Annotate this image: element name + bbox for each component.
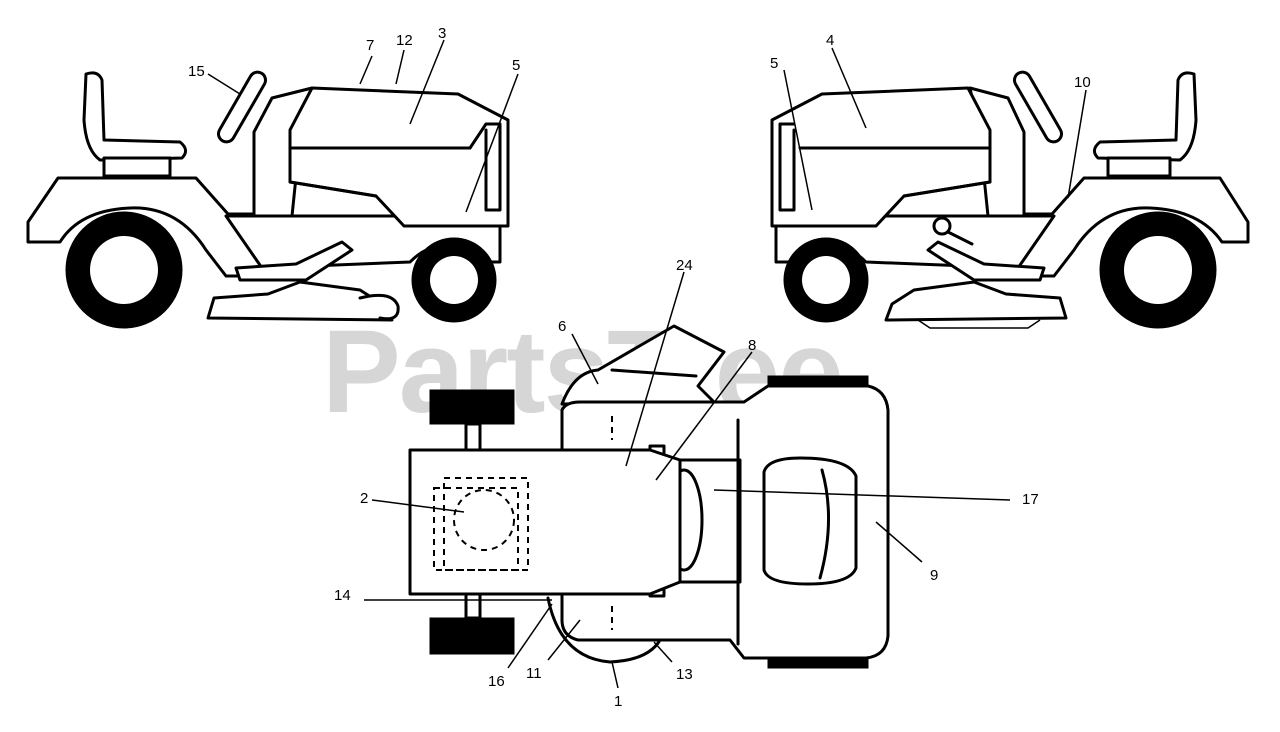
leader-lines xyxy=(207,39,1087,689)
callout-16: 16 xyxy=(488,673,505,690)
callout-4: 4 xyxy=(826,32,834,49)
callout-12: 12 xyxy=(396,32,413,49)
callout-11: 11 xyxy=(526,665,542,682)
callout-10: 10 xyxy=(1074,74,1091,91)
callout-7: 7 xyxy=(366,37,374,54)
callout-2: 2 xyxy=(360,490,368,507)
callout-1: 1 xyxy=(614,693,622,710)
callout-5-right: 5 xyxy=(770,55,778,72)
callout-24: 24 xyxy=(676,257,693,274)
callout-9: 9 xyxy=(930,567,938,584)
callout-13: 13 xyxy=(676,666,693,683)
callouts: 15 7 12 3 5 4 5 10 24 6 8 2 17 9 14 16 1… xyxy=(188,25,1091,710)
right-side-view-tractor xyxy=(770,70,1250,329)
callout-15: 15 xyxy=(188,63,205,80)
callout-5-left: 5 xyxy=(512,57,520,74)
left-side-view-tractor xyxy=(26,70,510,329)
callout-3: 3 xyxy=(438,25,446,42)
callout-14: 14 xyxy=(334,587,351,604)
callout-8: 8 xyxy=(748,337,756,354)
top-view-tractor xyxy=(408,324,890,669)
callout-17: 17 xyxy=(1022,491,1039,508)
callout-6: 6 xyxy=(558,318,566,335)
